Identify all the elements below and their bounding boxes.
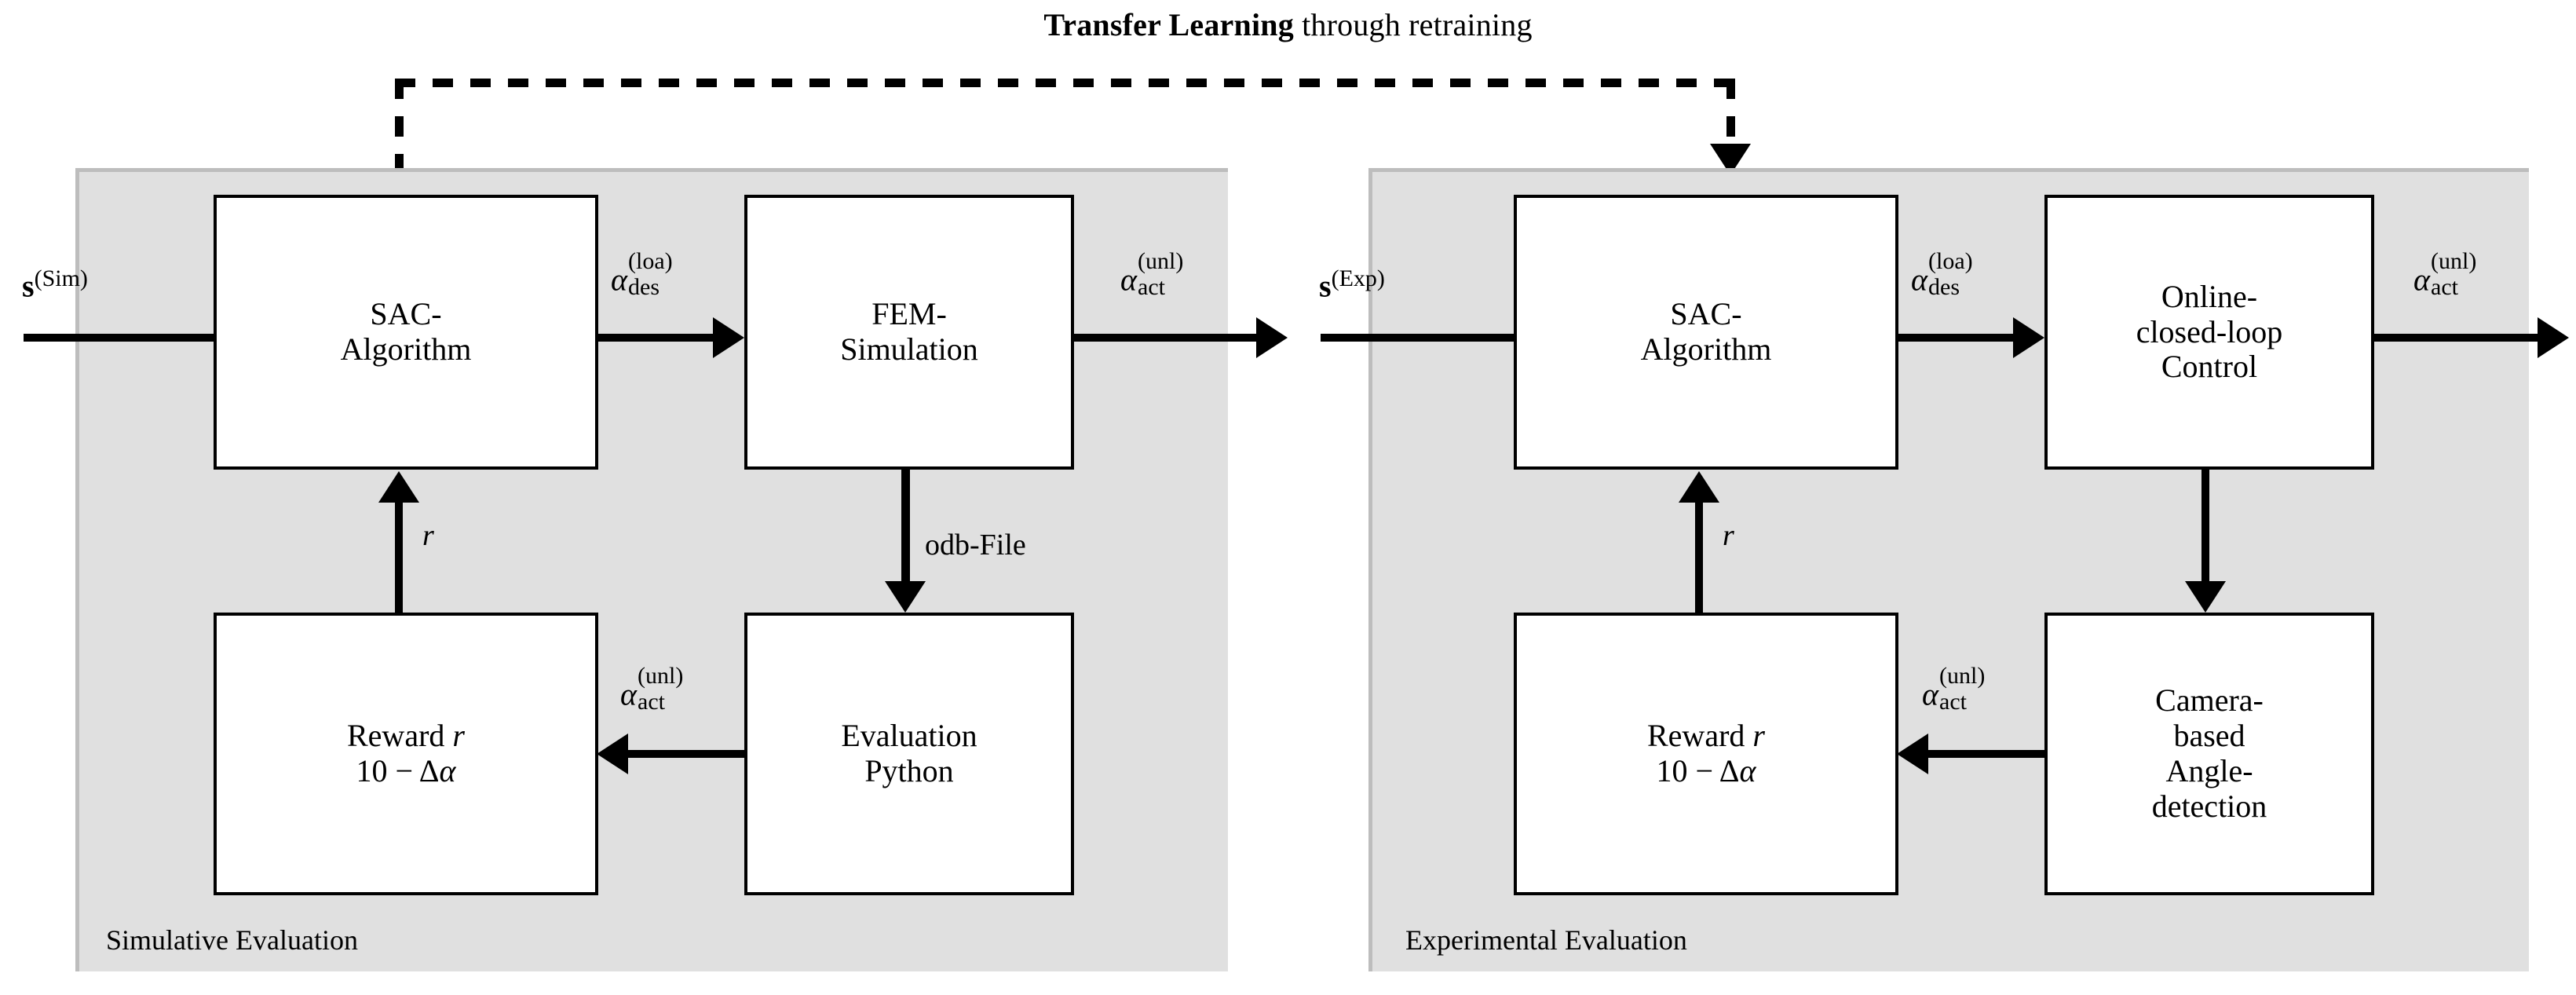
box-control-line2: closed-loop: [2136, 313, 2283, 349]
sim-alpha-des-sub: des: [628, 273, 660, 300]
sim-alpha-act-fb-sub: act: [638, 688, 665, 715]
exp-alpha-act-out-scripts: (unl)act: [2431, 249, 2476, 307]
exp-output-arrow-line: [2374, 334, 2543, 342]
sim-alpha-act-out-scripts: (unl)act: [1138, 249, 1183, 307]
box-fem-simulation[interactable]: FEM- Simulation: [744, 195, 1074, 470]
sim-fem-to-eval-head-icon: [885, 581, 926, 613]
box-evaluation-python[interactable]: Evaluation Python: [744, 613, 1074, 895]
sim-alpha-act-fb-scripts: (unl)act: [638, 664, 683, 722]
sim-eval-to-reward-head-icon: [597, 733, 628, 774]
exp-camera-to-reward-head-icon: [1897, 733, 1928, 774]
box-control-line1: Online-: [2161, 278, 2258, 314]
sim-input-arrow-line: [24, 334, 283, 342]
exp-control-to-camera-head-icon: [2185, 581, 2226, 613]
exp-input-superscript: (Exp): [1331, 265, 1385, 291]
exp-alpha-act-fb-scripts: (unl)act: [1939, 664, 1985, 722]
sim-odb-file-label: odb-File: [925, 529, 1026, 562]
exp-sac-to-control-line: [1898, 334, 2020, 342]
exp-camera-to-reward-line: [1928, 750, 2044, 758]
box-camera-angle-detection[interactable]: Camera- based Angle- detection: [2044, 613, 2374, 895]
box-camera-line4: detection: [2151, 788, 2267, 824]
exp-alpha-act-fb-sub: act: [1939, 688, 1967, 715]
sim-alpha-act-fb-symbol: α: [620, 676, 637, 712]
sim-sac-to-fem-head-icon: [713, 317, 744, 358]
sim-alpha-act-fb-label: α(unl)act: [620, 664, 683, 722]
exp-input-arrow-line: [1321, 334, 1556, 342]
panel-simulative-caption: Simulative Evaluation: [106, 924, 358, 956]
sim-fem-to-eval-line: [901, 470, 910, 591]
box-reward-exp-line1: Reward r: [1647, 718, 1765, 754]
sim-alpha-act-out-label: α(unl)act: [1120, 249, 1183, 307]
exp-alpha-des-sub: des: [1928, 273, 1960, 300]
exp-reward-to-sac-line: [1695, 503, 1703, 614]
sim-alpha-des-scripts: (loa)des: [628, 249, 673, 307]
sim-input-label: s(Sim): [22, 267, 88, 302]
box-eval-line1: Evaluation: [841, 718, 977, 754]
exp-alpha-act-fb-label: α(unl)act: [1922, 664, 1985, 722]
exp-alpha-act-fb-symbol: α: [1922, 676, 1938, 712]
box-sac-algorithm-exp[interactable]: SAC- Algorithm: [1514, 195, 1898, 470]
box-sac-exp-line2: Algorithm: [1640, 331, 1772, 367]
sim-output-arrow-head-icon: [1256, 317, 1288, 358]
sim-sac-to-fem-line: [598, 334, 720, 342]
box-reward-sim[interactable]: Reward r 10 − Δα: [214, 613, 598, 895]
box-sac-sim-line1: SAC-: [370, 296, 442, 332]
exp-control-to-camera-line: [2201, 470, 2209, 591]
box-reward-exp-line2: 10 − Δα: [1656, 753, 1756, 788]
exp-reward-to-sac-head-icon: [1679, 471, 1719, 503]
sim-reward-to-sac-head-icon: [378, 471, 419, 503]
box-camera-line1: Camera-: [2155, 682, 2264, 719]
exp-sac-to-control-head-icon: [2013, 317, 2044, 358]
box-online-closed-loop-control[interactable]: Online- closed-loop Control: [2044, 195, 2374, 470]
sim-alpha-act-out-symbol: α: [1120, 262, 1137, 298]
sim-reward-to-sac-line: [395, 503, 403, 614]
box-camera-line2: based: [2173, 718, 2245, 754]
exp-alpha-act-fb-sup: (unl): [1939, 663, 1986, 689]
box-sac-algorithm-sim[interactable]: SAC- Algorithm: [214, 195, 598, 470]
exp-alpha-des-sup: (loa): [1928, 248, 1973, 274]
panel-experimental-caption: Experimental Evaluation: [1405, 924, 1687, 956]
transfer-path-left-vertical: [395, 79, 404, 198]
diagram-title-rest: through retraining: [1293, 7, 1533, 42]
box-sac-sim-line2: Algorithm: [340, 331, 472, 367]
transfer-path-right-vertical: [1726, 79, 1735, 166]
sim-eval-to-reward-line: [628, 750, 744, 758]
exp-alpha-act-out-sup: (unl): [2431, 248, 2477, 274]
box-sac-exp-line1: SAC-: [1670, 296, 1742, 332]
box-eval-line2: Python: [864, 753, 954, 788]
sim-reward-label: r: [422, 519, 434, 552]
exp-alpha-des-symbol: α: [1911, 262, 1927, 298]
box-reward-sim-line1: Reward r: [347, 718, 465, 754]
transfer-path-horizontal: [395, 79, 1735, 87]
sim-alpha-act-out-sub: act: [1138, 273, 1165, 300]
box-camera-line3: Angle-: [2165, 753, 2253, 788]
exp-input-label: s(Exp): [1319, 267, 1385, 302]
sim-alpha-act-out-sup: (unl): [1138, 248, 1184, 274]
exp-reward-label: r: [1723, 519, 1734, 552]
exp-alpha-act-out-label: α(unl)act: [2413, 249, 2476, 307]
box-fem-line2: Simulation: [840, 331, 978, 367]
box-reward-exp[interactable]: Reward r 10 − Δα: [1514, 613, 1898, 895]
box-reward-sim-line2: 10 − Δα: [356, 753, 456, 788]
diagram-title-bold: Transfer Learning: [1043, 7, 1294, 42]
diagram-title: Transfer Learning through retraining: [0, 6, 2576, 43]
exp-alpha-des-label: α(loa)des: [1911, 249, 1973, 307]
sim-alpha-act-fb-sup: (unl): [638, 663, 684, 689]
sim-alpha-des-symbol: α: [611, 262, 627, 298]
box-fem-line1: FEM-: [871, 296, 947, 332]
sim-alpha-des-sup: (loa): [628, 248, 673, 274]
sim-input-superscript: (Sim): [34, 265, 88, 291]
sim-output-arrow-line: [1074, 334, 1262, 342]
exp-alpha-des-scripts: (loa)des: [1928, 249, 1973, 307]
sim-input-symbol: s: [22, 268, 35, 304]
exp-output-arrow-head-icon: [2538, 317, 2569, 358]
exp-input-symbol: s: [1319, 268, 1332, 304]
exp-alpha-act-out-symbol: α: [2413, 262, 2430, 298]
box-control-line3: Control: [2161, 349, 2258, 385]
sim-alpha-des-label: α(loa)des: [611, 249, 673, 307]
exp-alpha-act-out-sub: act: [2431, 273, 2458, 300]
